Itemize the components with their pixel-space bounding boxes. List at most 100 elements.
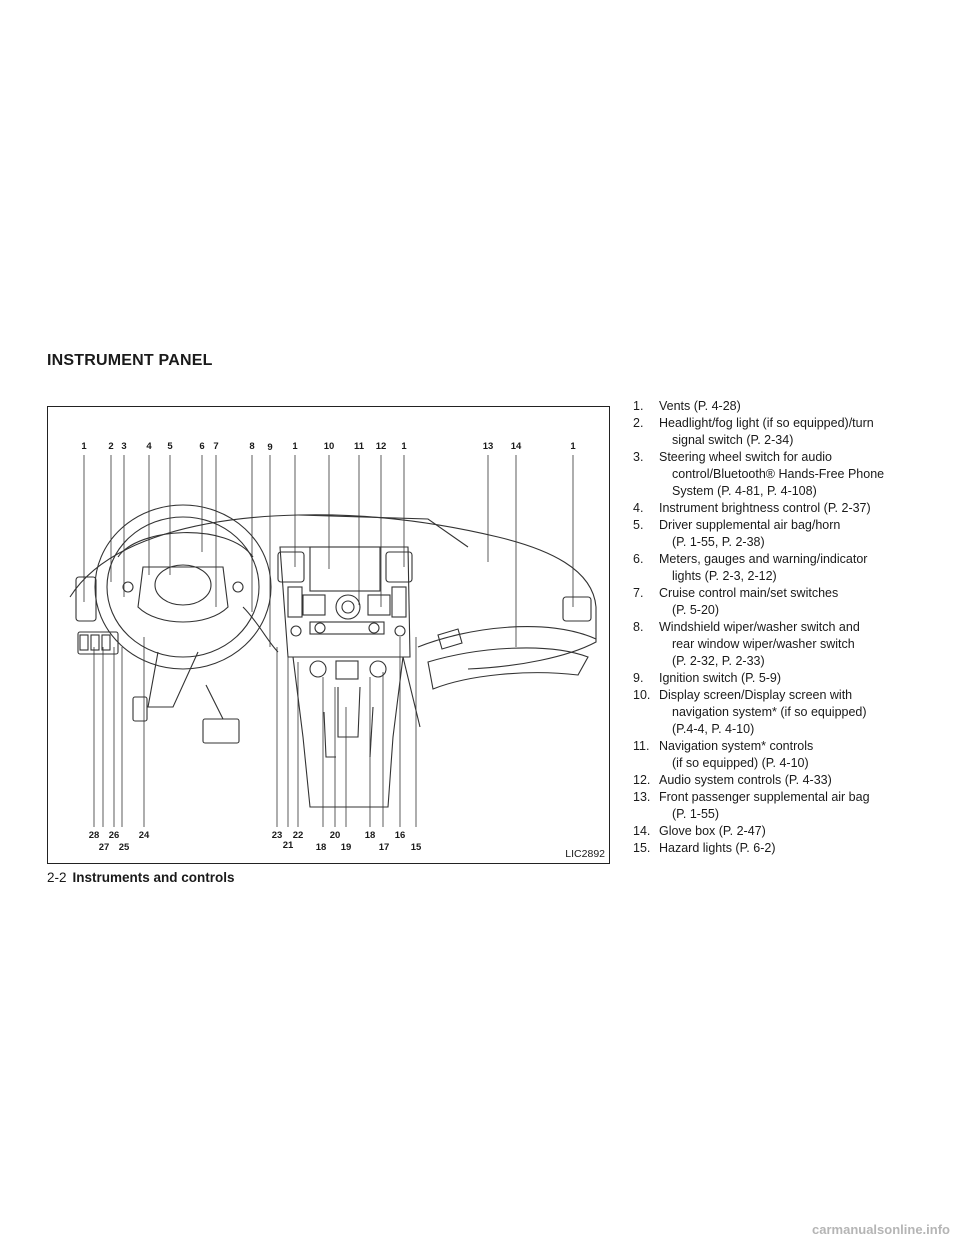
legend-item-line: Ignition switch (P. 5-9) <box>659 671 782 685</box>
legend-item-number: 14. <box>633 824 651 838</box>
legend-item-text: Vents (P. 4-28) <box>659 398 933 415</box>
callout: 19 <box>340 842 352 853</box>
legend-item-number: 10. <box>633 688 651 702</box>
legend-item-text: Display screen/Display screen with naviga… <box>659 687 933 738</box>
legend-item-number: 3. <box>633 450 644 464</box>
callout: 17 <box>378 842 390 853</box>
callout: 26 <box>108 830 120 841</box>
callout: 18 <box>364 830 376 841</box>
legend-item: 13. Front passenger supplemental air bag (… <box>633 789 933 823</box>
legend-item-line: (P. 1-55) <box>672 807 720 821</box>
callout: 1 <box>81 441 87 452</box>
legend-item-number: 13. <box>633 790 651 804</box>
legend-item-text: Driver supplemental air bag/horn(P. 1-55… <box>659 517 933 551</box>
callout: 11 <box>353 441 365 452</box>
section-heading: INSTRUMENT PANEL <box>47 352 213 369</box>
legend-item-text: Instrument brightness control (P. 2-37) <box>659 500 933 517</box>
legend-item-text: Cruise control main/set switches (P. 5-20… <box>659 585 933 619</box>
callout: 20 <box>329 830 341 841</box>
callout: 2 <box>108 441 114 452</box>
legend-item: 12. Audio system controls (P. 4-33) <box>633 772 933 789</box>
legend-item-line: Cruise control main/set switches <box>659 586 839 600</box>
legend-item-text: Glove box (P. 2-47) <box>659 823 933 840</box>
legend-item-text: Ignition switch (P. 5-9) <box>659 670 933 687</box>
legend-item-line: Instrument brightness control (P. 2-37) <box>659 501 871 515</box>
legend-item: 14. Glove box (P. 2-47) <box>633 823 933 840</box>
dashboard-illustration <box>69 455 597 827</box>
legend-item-line: rear window wiper/washer switch <box>672 637 855 651</box>
instrument-panel-figure: 1 2 3 4 5 6 7 8 9 1 10 11 12 1 13 14 1 2… <box>47 406 610 864</box>
legend-item: 11. Navigation system* controls (if so equ… <box>633 738 933 772</box>
callout: 12 <box>375 441 387 452</box>
legend-item-line: Audio system controls (P. 4-33) <box>659 773 832 787</box>
legend-item-line: Vents (P. 4-28) <box>659 399 741 413</box>
legend-item-number: 11. <box>633 739 650 753</box>
legend-item-line: Display screen/Display screen with <box>659 688 853 702</box>
legend-item-text: Front passenger supplemental air bag (P. … <box>659 789 933 823</box>
legend-item-text: Navigation system* controls (if so equipp… <box>659 738 933 772</box>
component-legend: 1. Vents (P. 4-28) 2. Headlight/fog light (… <box>633 398 933 857</box>
legend-item-line: (P.4-4, P. 4-10) <box>672 722 755 736</box>
legend-item-number: 1. <box>633 399 644 413</box>
legend-item-text: Hazard lights (P. 6-2) <box>659 840 933 857</box>
legend-item-line: (if so equipped) (P. 4-10) <box>672 756 809 770</box>
legend-item: 10. Display screen/Display screen with nav… <box>633 687 933 738</box>
page-number: 2-2 <box>47 870 67 885</box>
legend-item-line: navigation system* (if so equipped) <box>672 705 867 719</box>
legend-item-line: Windshield wiper/washer switch and <box>659 620 860 634</box>
legend-item-line: (P. 2-32, P. 2-33) <box>672 654 765 668</box>
legend-item-line: signal switch (P. 2-34) <box>672 433 794 447</box>
legend-item-number: 2. <box>633 416 644 430</box>
callout: 1 <box>401 441 407 452</box>
callout: 10 <box>323 441 335 452</box>
legend-item-number: 7. <box>633 586 644 600</box>
callout: 15 <box>410 842 422 853</box>
watermark: carmanualsonline.info <box>812 1222 950 1237</box>
callout: 6 <box>199 441 205 452</box>
callout: 23 <box>271 830 283 841</box>
callout: 22 <box>292 830 304 841</box>
legend-item-line: (P. 1-55, P. 2-38) <box>672 535 765 549</box>
legend-item-line: Front passenger supplemental air bag <box>659 790 870 804</box>
callout: 1 <box>570 441 576 452</box>
legend-item: 4. Instrument brightness control (P. 2-37… <box>633 500 933 517</box>
legend-item: 15. Hazard lights (P. 6-2) <box>633 840 933 857</box>
callout: 1 <box>292 441 298 452</box>
legend-item: 9.Ignition switch (P. 5-9) <box>633 670 933 687</box>
callout: 13 <box>482 441 494 452</box>
callout: 3 <box>121 441 127 452</box>
legend-item-number: 8. <box>633 620 644 634</box>
legend-item-line: lights (P. 2-3, 2-12) <box>672 569 777 583</box>
callout: 18 <box>315 842 327 853</box>
legend-item: 1. Vents (P. 4-28) <box>633 398 933 415</box>
legend-item-line: Navigation system* controls <box>659 739 814 753</box>
legend-item-number: 4. <box>633 501 644 515</box>
callout: 21 <box>282 840 294 851</box>
legend-item-line: Hazard lights (P. 6-2) <box>659 841 776 855</box>
callout: 27 <box>98 842 110 853</box>
figure-code: LIC2892 <box>565 848 605 860</box>
legend-item-line: Glove box (P. 2-47) <box>659 824 766 838</box>
legend-item-number: 15. <box>633 841 651 855</box>
legend-item: 7. Cruise control main/set switches (P. 5-… <box>633 585 933 619</box>
callout: 4 <box>146 441 152 452</box>
legend-item-number: 12. <box>633 773 651 787</box>
callout-numbers: 1 2 3 4 5 6 7 8 9 1 10 11 12 1 13 14 1 2… <box>48 407 609 863</box>
legend-item-text: Headlight/fog light (if so equipped)/tur… <box>659 415 933 449</box>
callout: 14 <box>510 441 522 452</box>
legend-item-number: 6. <box>633 552 644 566</box>
legend-item-line: (P. 5-20) <box>672 603 720 617</box>
callout: 9 <box>267 442 273 453</box>
legend-item-text: Audio system controls (P. 4-33) <box>659 772 933 789</box>
legend-item-line: control/Bluetooth® Hands-Free Phone <box>672 467 885 481</box>
callout: 16 <box>394 830 406 841</box>
legend-item-text: Windshield wiper/washer switch and rear w… <box>659 619 933 670</box>
legend-item: 5.Driver supplemental air bag/horn(P. 1-… <box>633 517 933 551</box>
legend-item: 2. Headlight/fog light (if so equipped)/t… <box>633 415 933 449</box>
legend-item-line: Headlight/fog light (if so equipped)/tur… <box>659 416 874 430</box>
legend-item: 8. Windshield wiper/washer switch and rear… <box>633 619 933 670</box>
